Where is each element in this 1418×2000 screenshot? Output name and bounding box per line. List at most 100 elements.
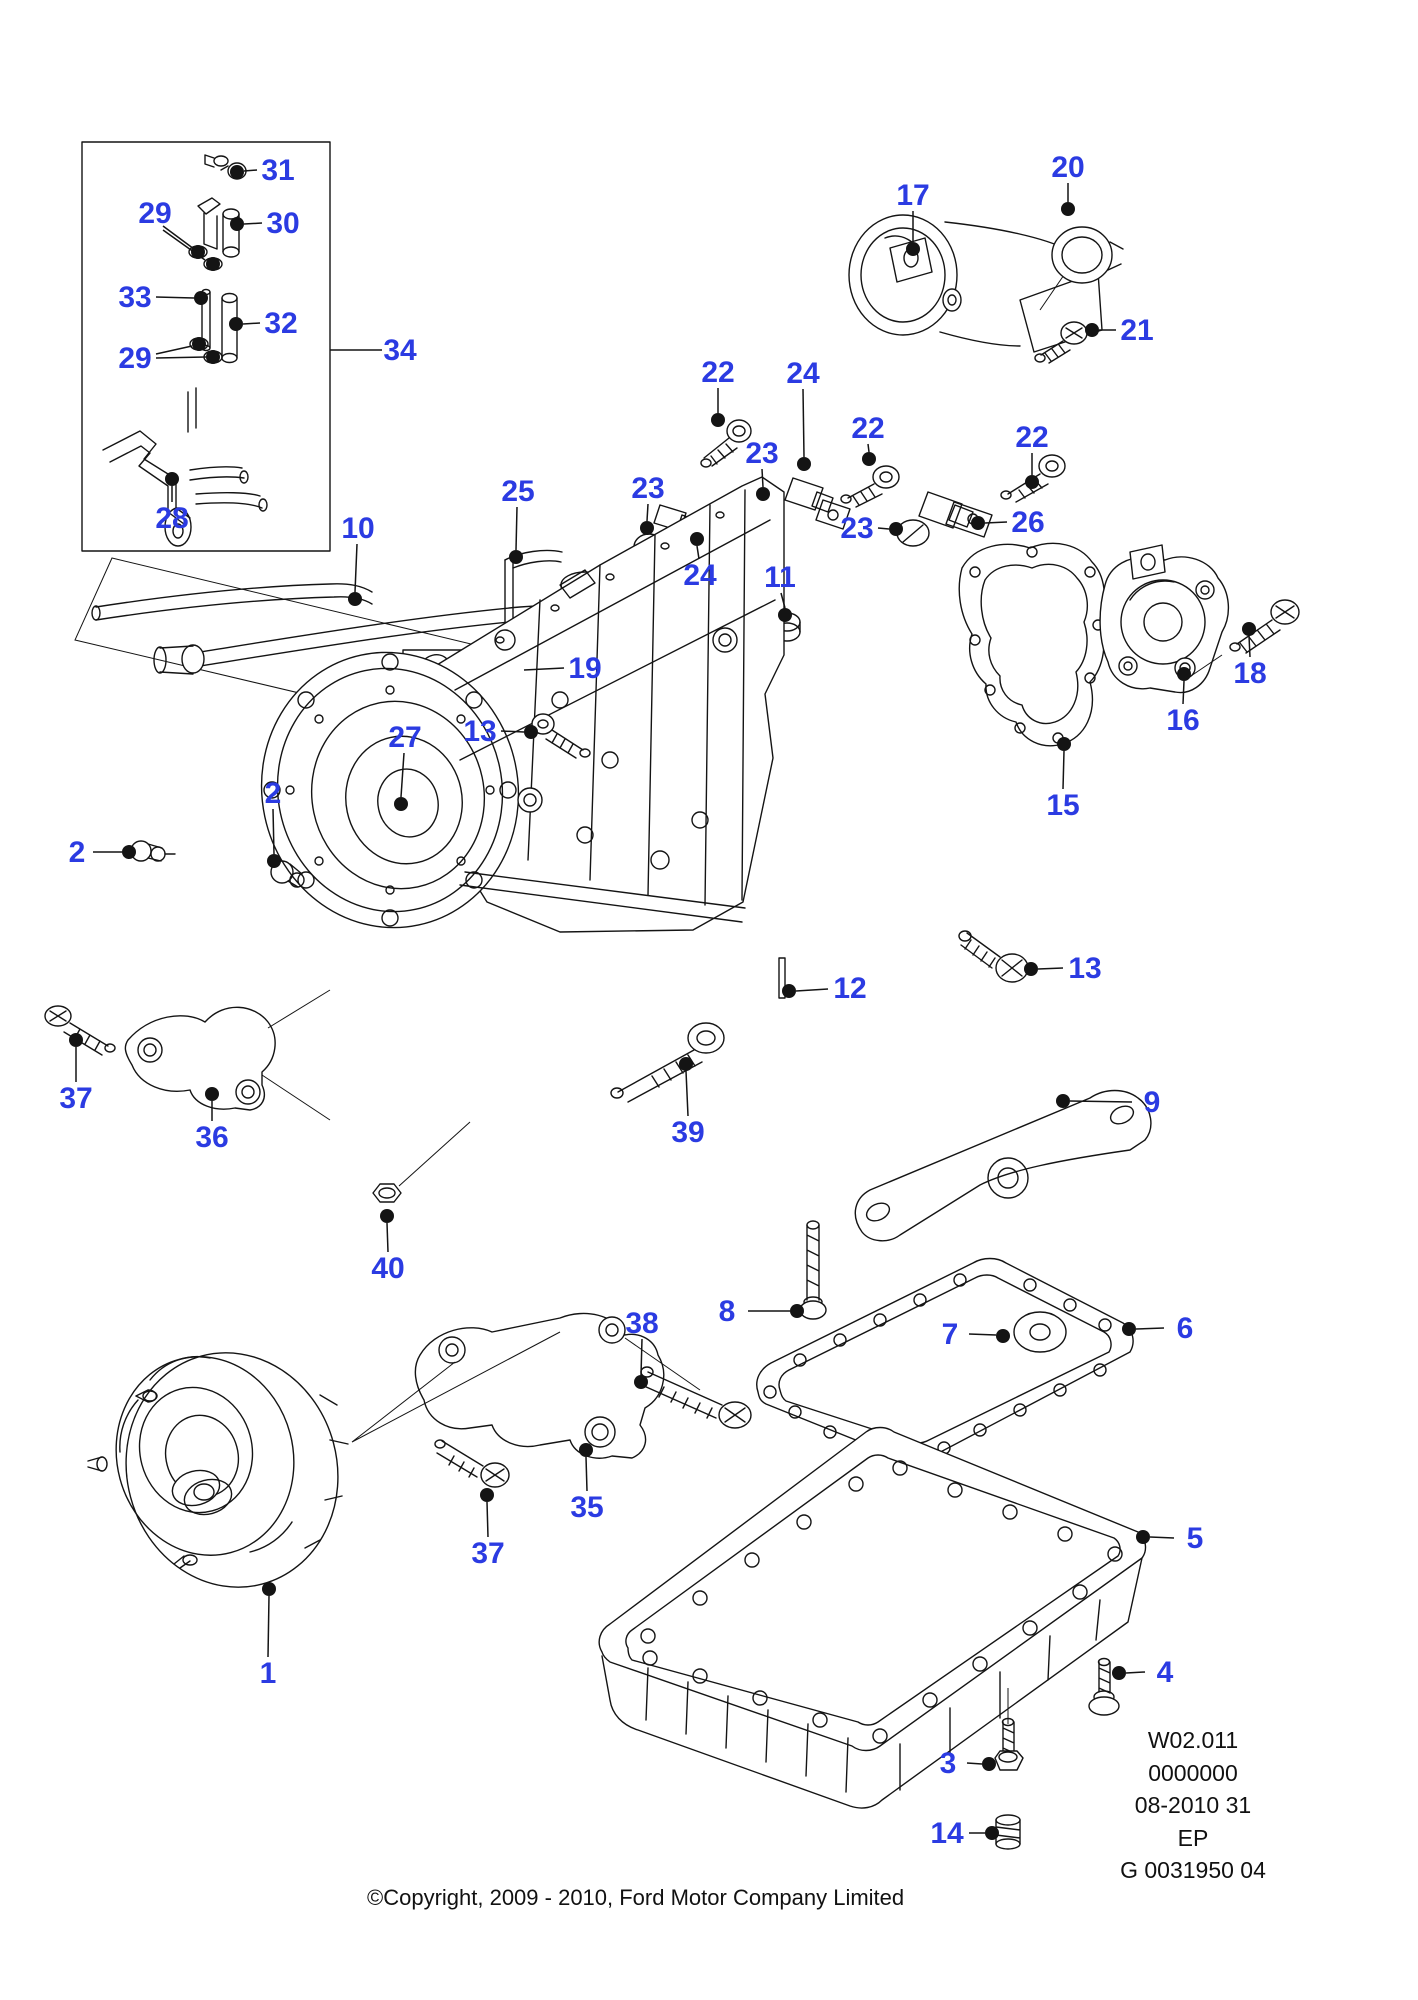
callout-leader-line <box>400 752 405 798</box>
callout-dot <box>122 845 136 859</box>
callout-dot <box>230 217 244 231</box>
callout-label: 2 <box>69 836 86 869</box>
callout-9: 9 <box>1056 1086 1160 1119</box>
ref-line-4: EP <box>1178 1825 1209 1851</box>
callout-label: 1 <box>260 1657 277 1690</box>
callout-3: 3 <box>940 1747 996 1780</box>
callout-leader-line <box>243 222 263 225</box>
callout-dot <box>889 522 903 536</box>
callout-13: 13 <box>1024 952 1102 985</box>
callout-label: 12 <box>833 972 866 1005</box>
callout-leader-line <box>585 1456 588 1492</box>
callout-23: 23 <box>840 512 903 545</box>
callout-leader-line <box>500 730 525 733</box>
callout-label: 23 <box>745 437 778 470</box>
callout-label: 15 <box>1046 789 1079 822</box>
callout-leader-line <box>1248 635 1251 658</box>
callout-dot <box>790 1304 804 1318</box>
callout-label: 16 <box>1166 704 1199 737</box>
callout-dot <box>206 350 220 364</box>
callout-label: 23 <box>631 472 664 505</box>
callout-label: 40 <box>371 1252 404 1285</box>
callout-31: 31 <box>230 154 295 187</box>
callout-leader-line <box>162 225 195 250</box>
callout-dot <box>756 487 770 501</box>
callout-dot <box>640 521 654 535</box>
callout-35: 35 <box>570 1443 604 1524</box>
callout-37: 37 <box>59 1033 93 1115</box>
ref-line-1: W02.011 <box>1148 1727 1238 1753</box>
callout-14: 14 <box>930 1817 999 1850</box>
mount-bracket-36 <box>44 989 471 1203</box>
main-case <box>130 476 1029 1103</box>
callout-leader-line <box>780 592 786 609</box>
callout-21: 21 <box>1085 314 1154 347</box>
torque-converter <box>87 1352 349 1588</box>
reference-block: W02.011 0000000 08-2010 31 EP G 0031950 … <box>1120 1727 1266 1883</box>
callout-7: 7 <box>942 1318 1010 1351</box>
callout-dot <box>711 413 725 427</box>
callout-dot <box>192 337 206 351</box>
callout-2: 2 <box>265 777 281 868</box>
callout-8: 8 <box>719 1295 804 1328</box>
callout-dot <box>1085 323 1099 337</box>
sensor-cluster <box>633 419 1066 642</box>
callout-leader-line <box>1037 967 1064 970</box>
callout-leader-line <box>243 169 258 172</box>
callout-dot <box>782 984 796 998</box>
ref-line-2: 0000000 <box>1148 1760 1238 1786</box>
callout-dot <box>480 1488 494 1502</box>
callout-17: 17 <box>896 179 930 256</box>
callout-dot <box>1112 1666 1126 1680</box>
callout-29: 29 <box>118 337 220 375</box>
callout-dot <box>862 452 876 466</box>
callout-32: 32 <box>229 307 298 340</box>
callout-dot <box>1025 475 1039 489</box>
oil-pan-5 <box>598 1426 1147 1850</box>
callout-23: 23 <box>631 472 665 535</box>
callout-label: 22 <box>701 356 734 389</box>
callout-label: 13 <box>463 715 496 748</box>
callout-label: 5 <box>1187 1522 1204 1555</box>
callout-label: 18 <box>1233 657 1266 690</box>
ref-line-3: 08-2010 31 <box>1135 1792 1251 1818</box>
callout-dot <box>267 854 281 868</box>
callout-label: 26 <box>1011 506 1044 539</box>
callout-label: 31 <box>261 154 294 187</box>
callout-leader-line <box>1062 750 1065 790</box>
callout-label: 34 <box>383 334 417 367</box>
callout-leader-line <box>696 545 700 560</box>
callout-dot <box>229 317 243 331</box>
callout-dot <box>1136 1530 1150 1544</box>
callout-label: 38 <box>625 1307 658 1340</box>
callout-leader-line <box>354 543 358 593</box>
copyright-text: ©Copyright, 2009 - 2010, Ford Motor Comp… <box>367 1885 904 1910</box>
callout-label: 24 <box>786 357 820 390</box>
callout-dot <box>679 1057 693 1071</box>
filter-bracket-9 <box>799 1089 1152 1320</box>
callout-25: 25 <box>501 475 535 564</box>
callout-36: 36 <box>195 1087 229 1154</box>
callout-dot <box>1056 1094 1070 1108</box>
callout-label: 29 <box>138 197 171 230</box>
callout-label: 30 <box>266 207 299 240</box>
callout-leader-line <box>867 443 870 453</box>
extension-gasket <box>958 542 1106 747</box>
callout-leader-line <box>877 527 890 530</box>
callout-label: 8 <box>719 1295 736 1328</box>
callout-label: 13 <box>1068 952 1101 985</box>
callout-11: 11 <box>764 561 796 622</box>
callout-40: 40 <box>371 1209 405 1285</box>
callout-2: 2 <box>69 836 136 869</box>
callout-33: 33 <box>118 281 208 314</box>
callout-dot <box>797 457 811 471</box>
callout-dot <box>778 608 792 622</box>
callout-leader-line <box>761 468 764 488</box>
callout-label: 37 <box>471 1537 504 1570</box>
callout-label: 25 <box>501 475 534 508</box>
callout-label: 35 <box>570 1491 603 1524</box>
support-bracket-35 <box>351 1312 752 1488</box>
callout-leader-line <box>155 345 193 355</box>
